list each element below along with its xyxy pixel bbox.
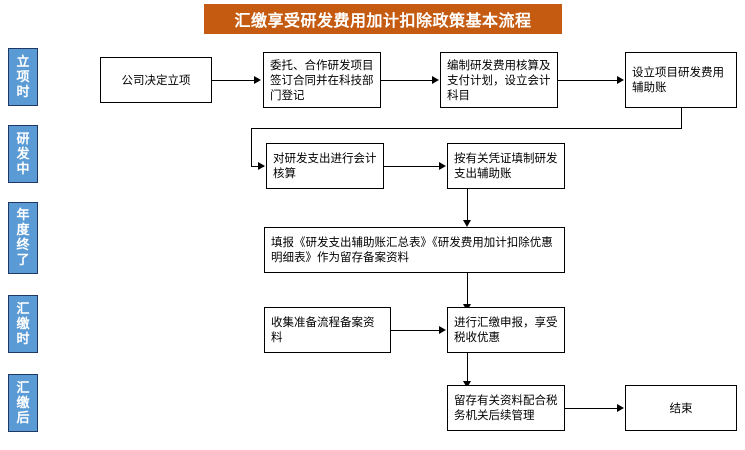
node-contract-registration: 委托、合作研发项目签订合同并在科技部门登记: [263, 52, 381, 108]
node-fill-auxiliary-ledger: 按有关凭证填制研发支出辅助账: [447, 143, 565, 189]
connector-n5-n6: [384, 166, 439, 167]
node-setup-auxiliary-ledger: 设立项目研发费用辅助账: [625, 52, 737, 108]
phase-tab-3: 年度终了: [8, 202, 38, 274]
connector-n6-n7: [467, 189, 468, 220]
node-settlement-declaration: 进行汇缴申报，享受税收优惠: [447, 307, 565, 353]
connector-n4-n5-riser: [251, 128, 252, 166]
phase-tab-3-label: 年度终了: [16, 208, 30, 268]
node-contract-registration-label: 委托、合作研发项目签订合同并在科技部门登记: [270, 57, 374, 102]
node-fill-auxiliary-ledger-label: 按有关凭证填制研发支出辅助账: [454, 151, 558, 180]
connector-n2-n3-arrow-icon: [432, 76, 439, 84]
phase-tab-5: 汇缴后: [8, 374, 38, 432]
connector-n2-n3: [381, 80, 432, 81]
connector-n9-n10-arrow-icon: [463, 381, 471, 388]
node-collect-filing-materials-label: 收集准备流程备案资料: [271, 315, 375, 344]
phase-tab-4: 汇缴时: [8, 295, 38, 353]
connector-n4-n5-drop: [681, 108, 682, 129]
connector-n9-n10: [467, 353, 468, 381]
node-setup-auxiliary-ledger-label: 设立项目研发费用辅助账: [632, 65, 724, 94]
node-company-decides-project: 公司决定立项: [100, 57, 212, 103]
node-cost-accounting-plan: 编制研发费用核算及支付计划，设立会计科目: [440, 52, 558, 108]
node-end-label: 结束: [669, 400, 693, 415]
connector-n10-n11: [565, 408, 617, 409]
node-retain-materials-followup: 留存有关资料配合税务机关后续管理: [447, 385, 565, 431]
phase-tab-1: 立项时: [8, 48, 38, 106]
connector-n8-n9-arrow-icon: [439, 326, 446, 334]
node-rd-expense-accounting: 对研发支出进行会计核算: [266, 143, 384, 189]
node-collect-filing-materials: 收集准备流程备案资料: [264, 307, 391, 353]
connector-n1-n2-arrow-icon: [254, 76, 261, 84]
connector-n8-n9: [391, 330, 439, 331]
connector-n7-n9: [467, 273, 468, 304]
connector-n4-n5-run: [251, 128, 682, 129]
node-company-decides-project-label: 公司决定立项: [121, 72, 191, 87]
phase-tab-2-label: 研发中: [16, 131, 30, 177]
connector-n3-n4: [558, 80, 617, 81]
node-end: 结束: [625, 385, 737, 431]
phase-tab-2: 研发中: [8, 125, 38, 183]
node-settlement-declaration-label: 进行汇缴申报，享受税收优惠: [454, 315, 558, 344]
node-rd-expense-accounting-label: 对研发支出进行会计核算: [273, 151, 377, 180]
phase-tab-5-label: 汇缴后: [16, 380, 30, 426]
connector-n4-n5-arrow-icon: [258, 162, 265, 170]
connector-n4-n5-entry: [251, 166, 264, 167]
connector-n10-n11-arrow-icon: [617, 404, 624, 412]
phase-tab-4-label: 汇缴时: [16, 301, 30, 347]
node-retain-materials-followup-label: 留存有关资料配合税务机关后续管理: [454, 393, 558, 422]
connector-n1-n2: [212, 80, 254, 81]
connector-n5-n6-arrow-icon: [439, 162, 446, 170]
node-cost-accounting-plan-label: 编制研发费用核算及支付计划，设立会计科目: [447, 57, 551, 102]
connector-n3-n4-arrow-icon: [617, 76, 624, 84]
connector-n6-n7-arrow-icon: [463, 220, 471, 227]
node-summary-forms-filing-label: 填报《研发支出辅助账汇总表》《研发费用加计扣除优惠明细表》作为留存备案资料: [271, 235, 553, 264]
node-summary-forms-filing: 填报《研发支出辅助账汇总表》《研发费用加计扣除优惠明细表》作为留存备案资料: [264, 227, 565, 273]
page-title: 汇缴享受研发费用加计扣除政策基本流程: [204, 4, 562, 34]
phase-tab-1-label: 立项时: [16, 54, 30, 100]
